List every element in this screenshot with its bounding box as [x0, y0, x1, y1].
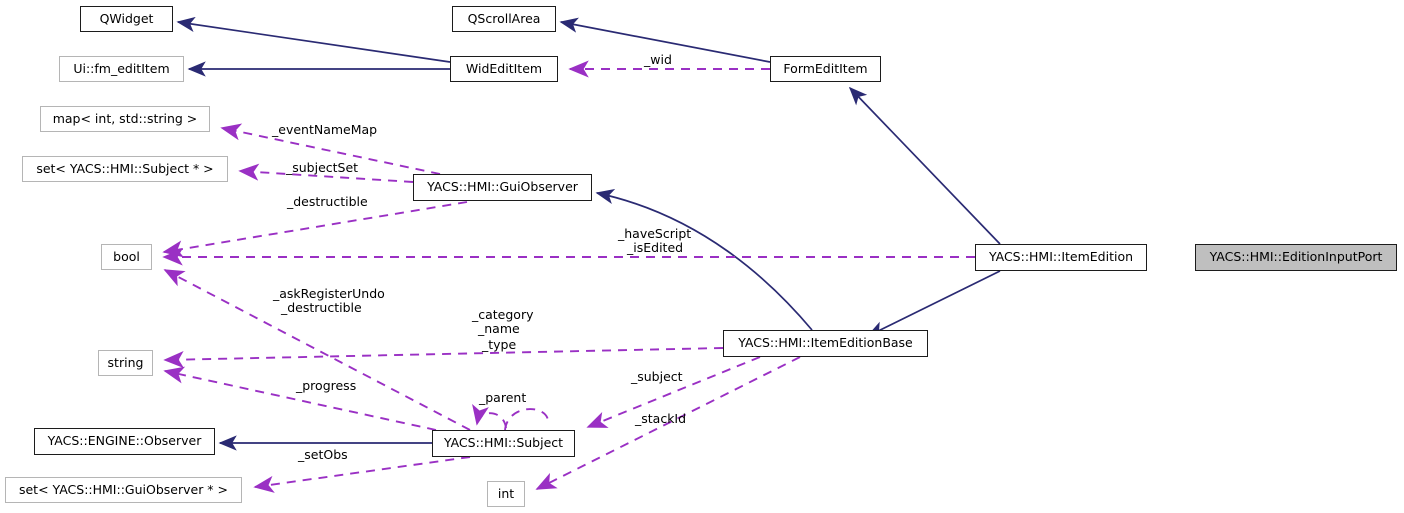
inheritance-edges: [176, 16, 1001, 451]
node-label: int: [497, 485, 515, 501]
edge-label-destructible-guiobserver: _destructible: [287, 194, 368, 209]
edge-label-askregisterundo: _askRegisterUndo: [273, 286, 385, 301]
node-string[interactable]: string: [98, 350, 153, 376]
node-label: map< int, std::string >: [52, 110, 198, 126]
node-label: YACS::HMI::GuiObserver: [427, 179, 578, 195]
edge-label-category: _category: [472, 307, 534, 322]
node-qwidget[interactable]: QWidget: [80, 6, 173, 32]
node-label: WidEditItem: [465, 60, 543, 76]
edge-subject-subject-parent: [472, 403, 507, 429]
node-label: YACS::ENGINE::Observer: [47, 433, 202, 449]
edge-label-setobs: _setObs: [298, 447, 348, 462]
node-label: string: [107, 354, 144, 370]
edge-guiobserver-setsubject-subjectset: [238, 163, 414, 183]
edge-label-stackid: _stackId: [635, 411, 687, 426]
node-map-int-string[interactable]: map< int, std::string >: [40, 106, 210, 132]
edge-label-destructible-subject: _destructible: [281, 300, 362, 315]
edge-itemeditionbase-int-stackid: [535, 356, 801, 490]
node-ui-fm-edititem[interactable]: Ui::fm_editItem: [59, 56, 184, 82]
node-engine-observer[interactable]: YACS::ENGINE::Observer: [34, 428, 215, 455]
node-label: set< YACS::HMI::GuiObserver * >: [18, 481, 229, 497]
usage-edges: [162, 60, 975, 493]
node-label: YACS::HMI::Subject: [443, 435, 564, 451]
node-label: YACS::HMI::ItemEditionBase: [738, 335, 913, 351]
node-formedititem[interactable]: FormEditItem: [770, 56, 881, 82]
edge-subject-subject-parent-tail: [504, 408, 549, 431]
node-subject[interactable]: YACS::HMI::Subject: [432, 430, 575, 457]
node-label: YACS::HMI::ItemEdition: [988, 249, 1134, 265]
node-itemedition[interactable]: YACS::HMI::ItemEdition: [975, 244, 1147, 271]
edge-guiobserver-map-eventnamemap: [220, 123, 441, 175]
edge-label-subjectset: _subjectSet: [286, 160, 359, 175]
edge-label-parent: _parent: [479, 390, 527, 405]
node-itemeditionbase[interactable]: YACS::HMI::ItemEditionBase: [723, 330, 928, 357]
node-label: QScrollArea: [467, 10, 541, 26]
node-set-subject[interactable]: set< YACS::HMI::Subject * >: [22, 156, 228, 182]
edge-formedititem-qscrollarea: [559, 17, 771, 63]
node-wideditem[interactable]: WidEditItem: [450, 56, 558, 82]
node-guiobserver[interactable]: YACS::HMI::GuiObserver: [413, 174, 592, 201]
edge-wideditem-qwidget: [176, 16, 451, 63]
node-qscrollarea[interactable]: QScrollArea: [452, 6, 556, 32]
edge-itemedition-formedititem: [848, 86, 1001, 245]
node-label: YACS::HMI::EditionInputPort: [1209, 249, 1383, 265]
node-bool[interactable]: bool: [101, 244, 152, 270]
edge-label-subject: _subject: [631, 369, 683, 384]
node-label: QWidget: [99, 10, 154, 26]
edge-label-havescript: _haveScript: [618, 226, 692, 241]
edge-label-progress: _progress: [296, 378, 357, 393]
node-int[interactable]: int: [487, 481, 525, 507]
edge-label-eventnamemap: _eventNameMap: [272, 122, 378, 137]
node-set-guiobserver[interactable]: set< YACS::HMI::GuiObserver * >: [5, 477, 242, 503]
edge-subject-string-progress: [163, 366, 437, 431]
edge-guiobserver-bool-destructible: [162, 201, 468, 258]
edge-label-name: _name: [478, 321, 520, 336]
edge-label-wid: _wid: [644, 52, 672, 67]
node-label: Ui::fm_editItem: [73, 60, 170, 76]
edge-itemedition-itemeditionbase: [866, 270, 1001, 337]
node-label: bool: [113, 248, 140, 264]
node-label: set< YACS::HMI::Subject * >: [36, 160, 214, 176]
edge-itemeditionbase-string-category: [163, 347, 724, 369]
edge-subject-setguiobserver-setobs: [253, 456, 471, 493]
edge-itemeditionbase-guiobserver: [595, 189, 813, 331]
node-label: FormEditItem: [783, 60, 868, 76]
edge-label-type: _type: [482, 337, 517, 352]
edge-label-isedited: _isEdited: [627, 240, 684, 255]
node-editioninputport[interactable]: YACS::HMI::EditionInputPort: [1195, 244, 1397, 271]
